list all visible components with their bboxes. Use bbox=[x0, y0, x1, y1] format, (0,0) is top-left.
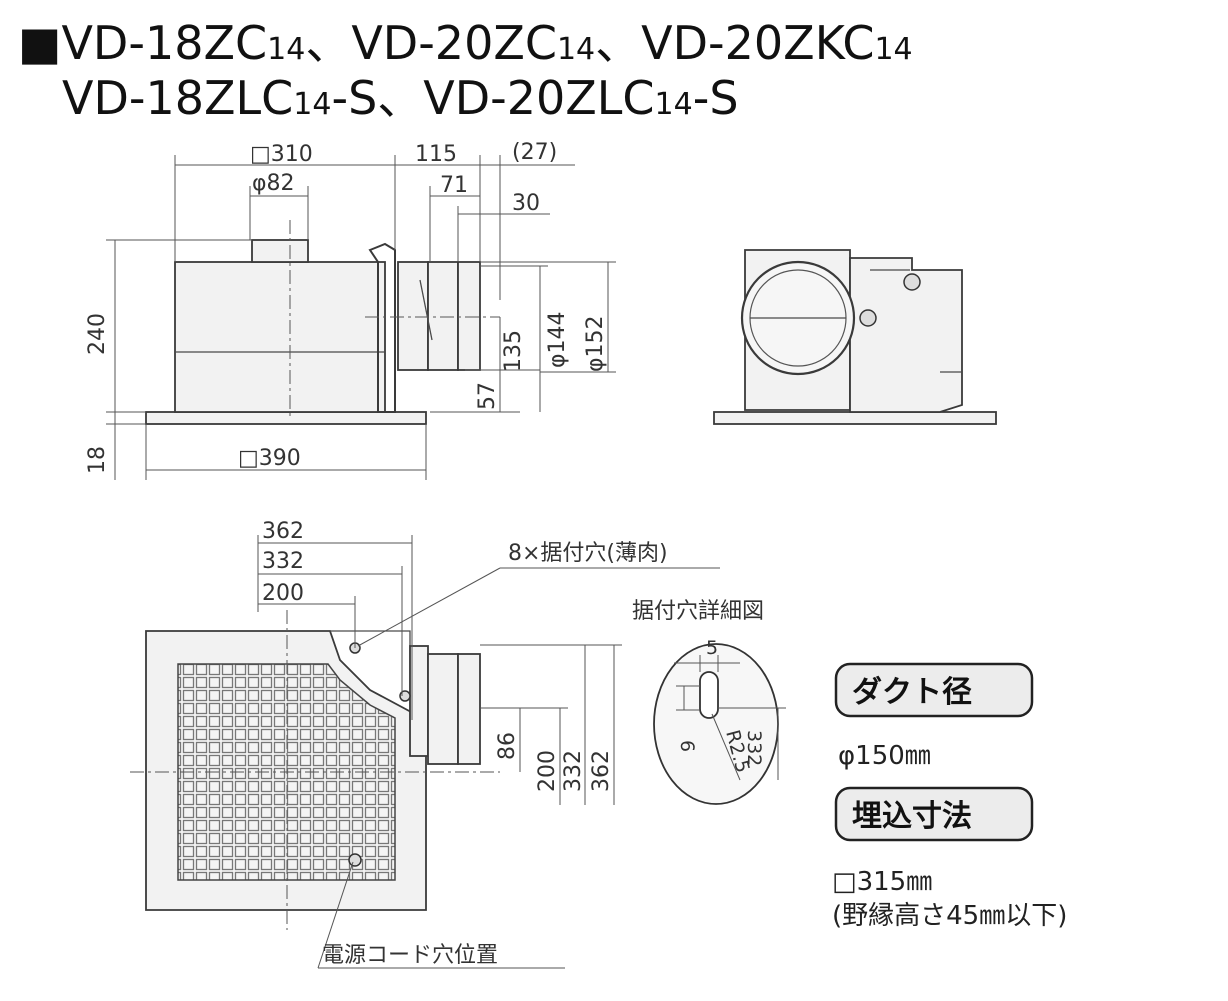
dim-135: 135 bbox=[501, 330, 526, 372]
specs: ダクト径 φ150㎜ 埋込寸法 □315㎜ (野縁高さ45㎜以下) bbox=[832, 662, 1067, 931]
detail-dim-5: 5 bbox=[706, 637, 718, 659]
dim-57: 57 bbox=[475, 382, 500, 410]
detail-dim-6: 6 bbox=[676, 740, 698, 752]
model-heading-line2: VD-18ZLC14-S、VD-20ZLC14-S bbox=[62, 71, 739, 125]
mount-hole-detail: 据付穴詳細図 5 6 R2.5 332 bbox=[632, 599, 786, 805]
duct-value: φ150㎜ bbox=[838, 741, 931, 771]
detail-title: 据付穴詳細図 bbox=[632, 599, 764, 624]
plan-duct bbox=[457, 653, 481, 765]
fan-body bbox=[174, 261, 386, 413]
cord-hole-label: 電源コード穴位置 bbox=[322, 943, 498, 968]
dim-duct-82: φ82 bbox=[252, 171, 295, 196]
dim-27: (27) bbox=[512, 140, 557, 165]
top-adapter bbox=[251, 239, 309, 263]
side-bracket bbox=[368, 242, 396, 413]
dim-width-390: □390 bbox=[238, 446, 301, 471]
dim-362-v: 362 bbox=[589, 750, 614, 792]
dim-200-h: 200 bbox=[262, 581, 304, 606]
side-view bbox=[713, 249, 997, 425]
duct-badge bbox=[834, 662, 1034, 718]
dim-dia-152: φ152 bbox=[583, 315, 608, 372]
dim-332-v: 332 bbox=[561, 750, 586, 792]
embed-value: □315㎜ bbox=[832, 867, 932, 897]
duct-adapter bbox=[457, 261, 481, 371]
damper-box bbox=[397, 261, 429, 371]
duct-badge-label: ダクト径 bbox=[852, 675, 972, 710]
mount-holes-label: 8×据付穴(薄肉) bbox=[508, 541, 668, 566]
front-view: □310 φ82 115 (27) 71 30 240 18 □390 bbox=[85, 140, 616, 480]
dim-332-h: 332 bbox=[262, 549, 304, 574]
dim-200-v: 200 bbox=[535, 750, 560, 792]
model-heading-line1: ■VD-18ZC14、VD-20ZC14、VD-20ZKC14 bbox=[18, 16, 913, 70]
slot-hole bbox=[699, 671, 719, 719]
dim-362-h: 362 bbox=[262, 519, 304, 544]
plan-view: 362 332 200 86 200 332 362 8×据付穴(薄肉) 電源コ… bbox=[130, 519, 720, 969]
dim-width-310: □310 bbox=[250, 142, 313, 167]
dim-86-v: 86 bbox=[495, 732, 520, 760]
embed-badge-label: 埋込寸法 bbox=[852, 799, 972, 834]
detail-dim-332: 332 bbox=[743, 730, 765, 766]
embed-badge bbox=[834, 786, 1034, 842]
ceiling-flange bbox=[145, 411, 427, 425]
embed-note: (野縁高さ45㎜以下) bbox=[832, 901, 1067, 931]
dim-115: 115 bbox=[415, 142, 457, 167]
dim-height-18: 18 bbox=[85, 446, 110, 474]
cord-hole bbox=[348, 853, 362, 867]
dim-dia-144: φ144 bbox=[545, 311, 570, 368]
dim-30: 30 bbox=[512, 191, 540, 216]
dim-71: 71 bbox=[440, 173, 468, 198]
side-flange bbox=[713, 411, 997, 425]
dim-height-240: 240 bbox=[85, 313, 110, 355]
